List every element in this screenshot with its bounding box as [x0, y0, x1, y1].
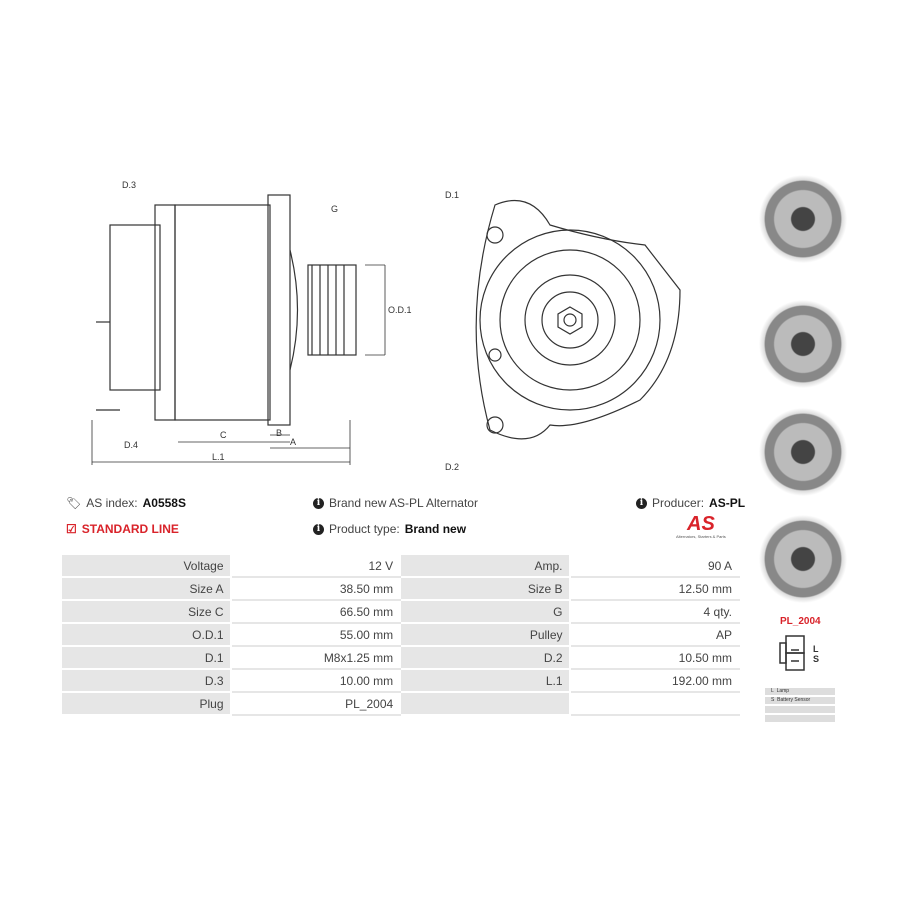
plug-legend: L Lamp S Battery Sensor — [765, 688, 835, 724]
pulley — [307, 264, 357, 356]
label-b: B — [276, 428, 283, 438]
spec-value: 10.00 mm — [229, 668, 402, 693]
checkbox-icon: ☑ — [66, 522, 77, 536]
legend-row: L Lamp — [765, 688, 835, 695]
spec-label: D.3 — [60, 668, 232, 693]
as-pl-logo: AS Alternators, Starters & Parts — [676, 514, 726, 539]
product-type-value: Brand new — [404, 522, 467, 536]
product-photo-rear[interactable] — [758, 408, 848, 496]
spec-label: G — [399, 599, 571, 624]
plug-title: PL_2004 — [780, 616, 821, 627]
spec-value: 66.50 mm — [229, 599, 402, 624]
pin-s: S — [813, 654, 820, 664]
spec-value: 192.00 mm — [568, 668, 741, 693]
spec-value: 4 qty. — [568, 599, 741, 624]
spec-label: Size A — [60, 576, 232, 601]
spec-value: 55.00 mm — [229, 622, 402, 647]
legend-row — [765, 715, 835, 722]
producer-value: AS-PL — [709, 496, 746, 510]
label-c: C — [220, 430, 227, 440]
as-index-label: AS index: — [86, 496, 138, 510]
label-l1: L.1 — [212, 452, 225, 462]
label-od1: O.D.1 — [388, 305, 412, 315]
product-photo-side[interactable] — [758, 300, 848, 388]
spec-value: 10.50 mm — [568, 645, 741, 670]
plug-diagram-icon — [779, 635, 805, 671]
producer-label: Producer: — [652, 496, 705, 510]
description-text: Brand new AS-PL Alternator — [329, 496, 478, 510]
spec-value: 38.50 mm — [229, 576, 402, 601]
description: i Brand new AS-PL Alternator — [313, 496, 478, 510]
spec-label: D.1 — [60, 645, 232, 670]
front-housing — [267, 194, 291, 426]
label-d3: D.3 — [122, 180, 137, 190]
legend-row: S Battery Sensor — [765, 697, 835, 704]
spec-label: D.2 — [399, 645, 571, 670]
as-index: 🏷 AS index: A0558S — [66, 496, 186, 510]
tag-icon: 🏷 — [66, 496, 82, 510]
standard-line: ☑ STANDARD LINE — [66, 522, 179, 536]
info-icon: i — [313, 523, 324, 535]
rear-housing — [154, 204, 176, 421]
spec-value: 90 A — [568, 553, 741, 578]
label-a: A — [290, 437, 297, 447]
legend-row — [765, 706, 835, 713]
info-icon: i — [313, 497, 324, 509]
spec-label: Voltage — [60, 553, 232, 578]
stator — [174, 204, 271, 421]
spec-value: AP — [568, 622, 741, 647]
rear-cover — [109, 224, 161, 391]
producer: i Producer: AS-PL — [636, 496, 745, 510]
spec-value: 12 V — [229, 553, 402, 578]
product-photo-angle[interactable] — [758, 515, 848, 603]
spec-value: PL_2004 — [229, 691, 402, 716]
logo-tagline: Alternators, Starters & Parts — [676, 534, 726, 539]
label-g: G — [331, 204, 339, 214]
product-photo-front[interactable] — [758, 175, 848, 263]
spec-value: M8x1.25 mm — [229, 645, 402, 670]
spec-label: Pulley — [399, 622, 571, 647]
label-d1: D.1 — [445, 190, 460, 200]
spec-label: L.1 — [399, 668, 571, 693]
spec-value — [568, 691, 741, 716]
spec-label — [399, 691, 571, 716]
spec-label: Plug — [60, 691, 232, 716]
spec-label: Amp. — [399, 553, 571, 578]
label-d2: D.2 — [445, 462, 460, 472]
spec-label: Size B — [399, 576, 571, 601]
spec-label: Size C — [60, 599, 232, 624]
technical-drawing — [91, 194, 681, 465]
standard-line-label: STANDARD LINE — [81, 522, 179, 536]
spec-label: O.D.1 — [60, 622, 232, 647]
pin-l: L — [813, 644, 819, 654]
product-type: i Product type: Brand new — [313, 522, 466, 536]
logo-text: AS — [687, 513, 715, 535]
info-icon: i — [636, 497, 647, 509]
label-d4: D.4 — [124, 440, 139, 450]
product-type-label: Product type: — [329, 522, 400, 536]
as-index-value: A0558S — [142, 496, 186, 510]
spec-value: 12.50 mm — [568, 576, 741, 601]
